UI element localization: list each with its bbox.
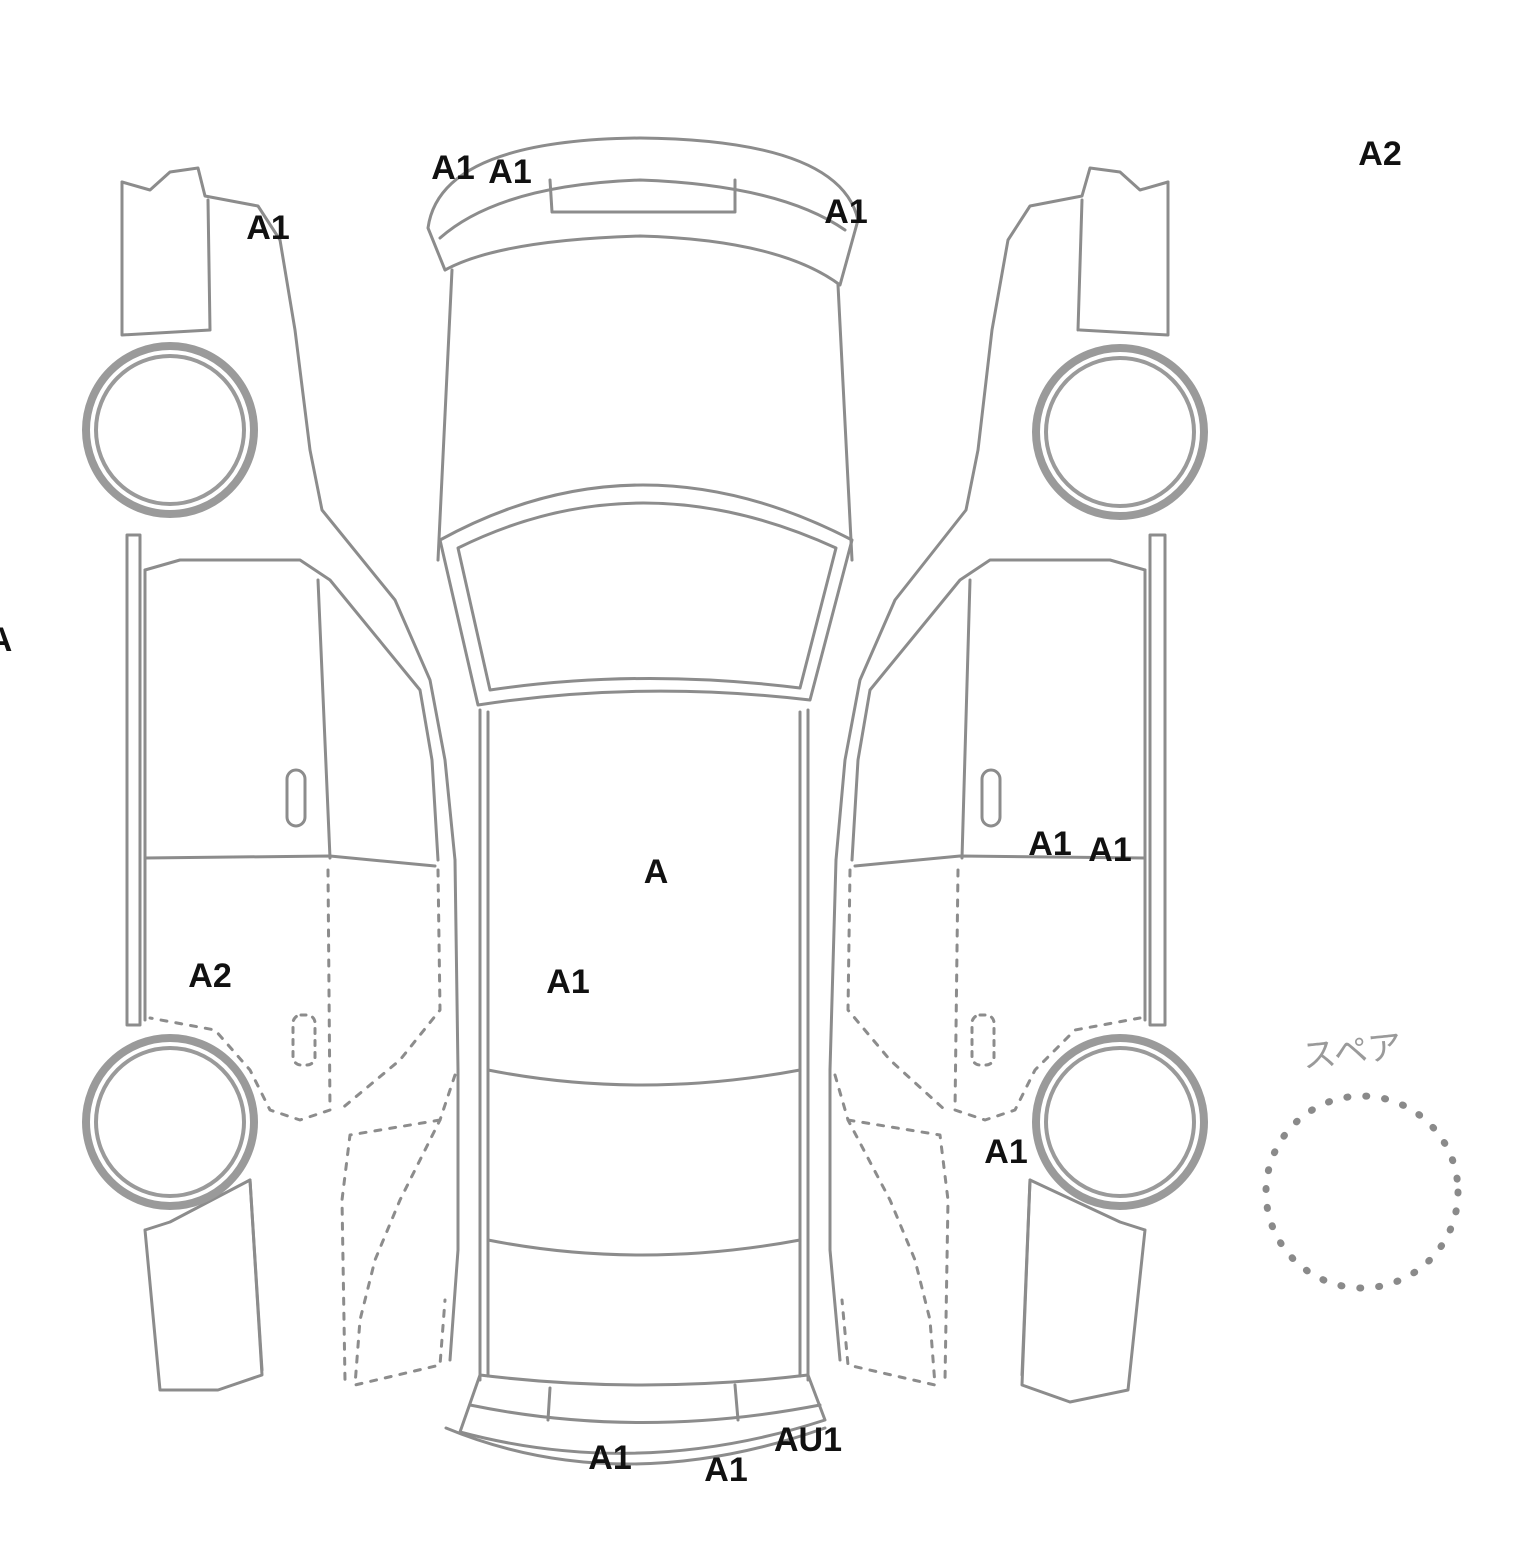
damage-mark: AU1	[773, 1421, 843, 1459]
damage-mark: A1	[588, 1439, 632, 1477]
left-wheels	[82, 342, 258, 1210]
damage-mark: A1	[488, 153, 532, 191]
right-wheels	[1032, 344, 1208, 1210]
damage-mark: A1	[1088, 831, 1132, 869]
damage-mark: A1	[984, 1133, 1028, 1171]
damage-mark: A1	[1028, 825, 1072, 863]
damage-mark: A2	[1358, 135, 1402, 173]
spare-tire-icon	[1262, 1092, 1462, 1292]
top-view	[426, 136, 860, 1466]
damage-mark: A	[0, 623, 12, 657]
spare-tire-label: スペア	[1300, 1026, 1404, 1078]
damage-mark: A1	[546, 963, 590, 1001]
damage-mark: A2	[188, 957, 232, 995]
left-side-view	[120, 166, 460, 1392]
damage-mark: A	[643, 853, 669, 891]
right-side-view	[828, 166, 1170, 1404]
damage-mark: A1	[824, 193, 868, 231]
damage-mark: A1	[431, 149, 475, 187]
damage-mark: A1	[246, 209, 290, 247]
damage-mark: A1	[704, 1451, 748, 1489]
